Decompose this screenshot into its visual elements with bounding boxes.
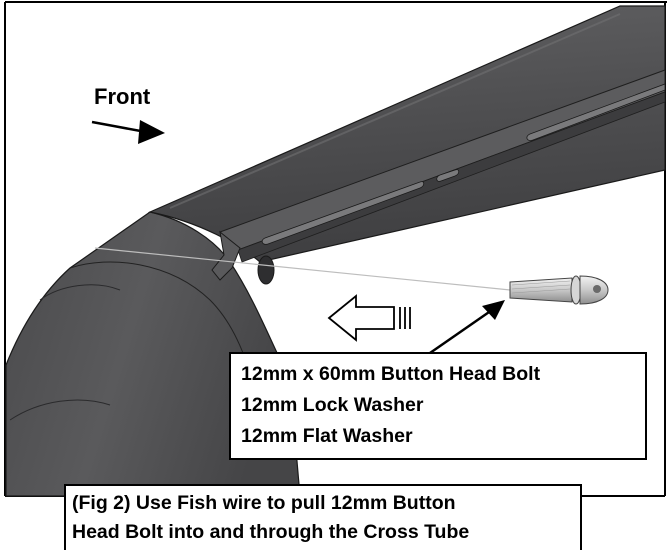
parts-item-bolt: 12mm x 60mm Button Head Bolt bbox=[241, 363, 541, 385]
caption-line-2: Head Bolt into and through the Cross Tub… bbox=[72, 521, 470, 543]
parts-item-flat-washer: 12mm Flat Washer bbox=[241, 425, 413, 447]
figure-caption: (Fig 2) Use Fish wire to pull 12mm Butto… bbox=[64, 484, 582, 550]
caption-line-1: (Fig 2) Use Fish wire to pull 12mm Butto… bbox=[72, 492, 456, 514]
front-arrow-icon bbox=[91, 120, 165, 144]
fish-wire bbox=[94, 247, 511, 291]
button-head-bolt bbox=[509, 275, 609, 305]
parts-list-box: 12mm x 60mm Button Head Bolt 12mm Lock W… bbox=[229, 352, 647, 460]
callout-arrow-icon bbox=[429, 300, 505, 355]
parts-item-lock-washer: 12mm Lock Washer bbox=[241, 394, 424, 416]
cross-tube bbox=[5, 5, 666, 497]
front-label: Front bbox=[94, 84, 151, 109]
hollow-left-arrow-icon bbox=[327, 294, 411, 342]
